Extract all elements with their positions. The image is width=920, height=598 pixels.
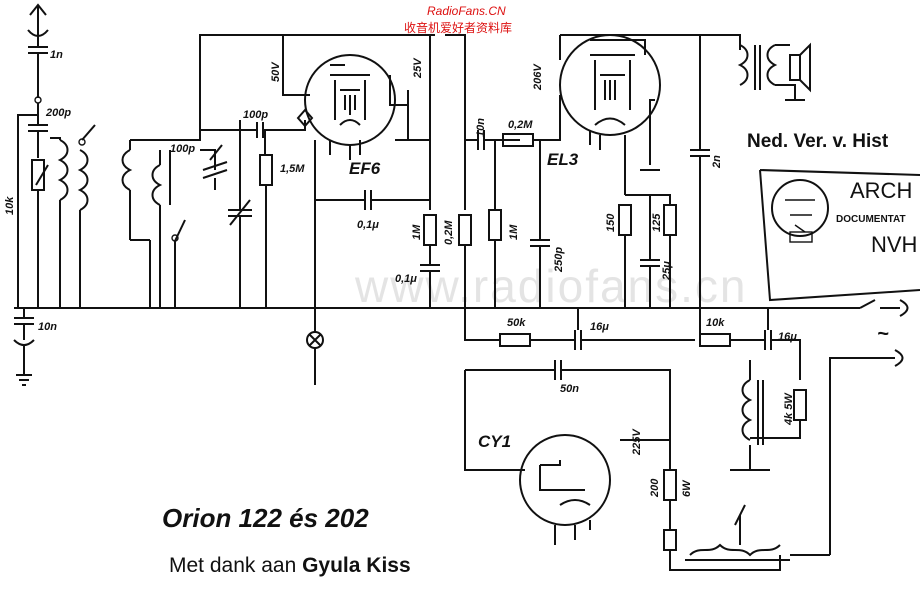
label-r1-5M: 1,5M (280, 163, 305, 175)
caption-thanks-prefix: Met dank aan (169, 554, 302, 577)
label-r50k: 50k (507, 317, 526, 329)
component-labels: 1n 200p 10k 10n 100p 100p 1,5M 50V 25V 0… (4, 49, 889, 498)
watermark-site-en: RadioFans.CN (427, 4, 506, 18)
label-c16u-a: 16μ (590, 321, 609, 333)
label-r1M-b: 1M (508, 224, 520, 240)
label-r10k-left: 10k (4, 196, 16, 215)
stamp-line3: NVH (871, 232, 917, 257)
label-c2n: 2n (711, 155, 723, 169)
label-v206: 206V (532, 63, 544, 91)
label-mains: ~ (877, 323, 889, 345)
label-r4k5W: 4k 5W (783, 392, 795, 426)
watermark-site-cn: 收音机爱好者资料库 (404, 20, 512, 35)
stamp-line1: ARCH (850, 178, 912, 203)
tube-el3-label: EL3 (547, 150, 579, 169)
label-r200: 200 (649, 478, 661, 498)
label-c10n-mid: 10n (475, 118, 487, 137)
tube-cy1-label: CY1 (478, 432, 511, 451)
stamp-line2: DOCUMENTAT (836, 214, 906, 225)
watermark-center: www.radiofans.cn (354, 260, 748, 312)
tuning-section (121, 34, 435, 308)
label-v50: 50V (270, 61, 282, 82)
label-r02M-a: 0,2M (443, 220, 455, 245)
caption-thanks-name: Gyula Kiss (302, 554, 411, 577)
label-c16u-b: 16μ (778, 331, 797, 343)
label-r10k-right: 10k (706, 317, 725, 329)
el3-tube (559, 34, 700, 195)
label-c50n: 50n (560, 383, 579, 395)
label-v225: 225V (631, 428, 643, 456)
pilot-lamp (306, 308, 324, 385)
caption-thanks: Met dank aan Gyula Kiss (169, 554, 411, 577)
stamp-header: Ned. Ver. v. Hist (747, 131, 889, 152)
power-supply (465, 299, 909, 571)
label-r02M-b: 0,2M (508, 119, 533, 131)
label-c01u-b: 0,1μ (395, 273, 417, 285)
label-c10n-left: 10n (38, 321, 57, 333)
el3-cathode-network (618, 34, 811, 340)
cy1-tube (464, 360, 611, 545)
tube-ef6-label: EF6 (349, 159, 381, 178)
caption-model: Orion 122 és 202 (162, 503, 369, 533)
label-c100p-grid: 100p (243, 109, 268, 121)
label-v25: 25V (412, 57, 424, 79)
label-r1M-a: 1M (411, 224, 423, 240)
label-r150: 150 (605, 213, 617, 232)
label-c200p: 200p (45, 107, 71, 119)
stamp-seal (771, 179, 829, 237)
label-c25u: 25μ (661, 261, 673, 281)
archive-stamp: Ned. Ver. v. Hist ARCH DOCUMENTAT NVH (747, 131, 920, 302)
antenna-section (13, 3, 96, 386)
label-c250p: 250p (553, 247, 565, 273)
label-c01u-a: 0,1μ (357, 219, 379, 231)
label-r125: 125 (651, 213, 663, 232)
label-c1n: 1n (50, 49, 63, 61)
label-c100p-coil: 100p (170, 143, 195, 155)
label-r6W: 6W (681, 479, 693, 497)
